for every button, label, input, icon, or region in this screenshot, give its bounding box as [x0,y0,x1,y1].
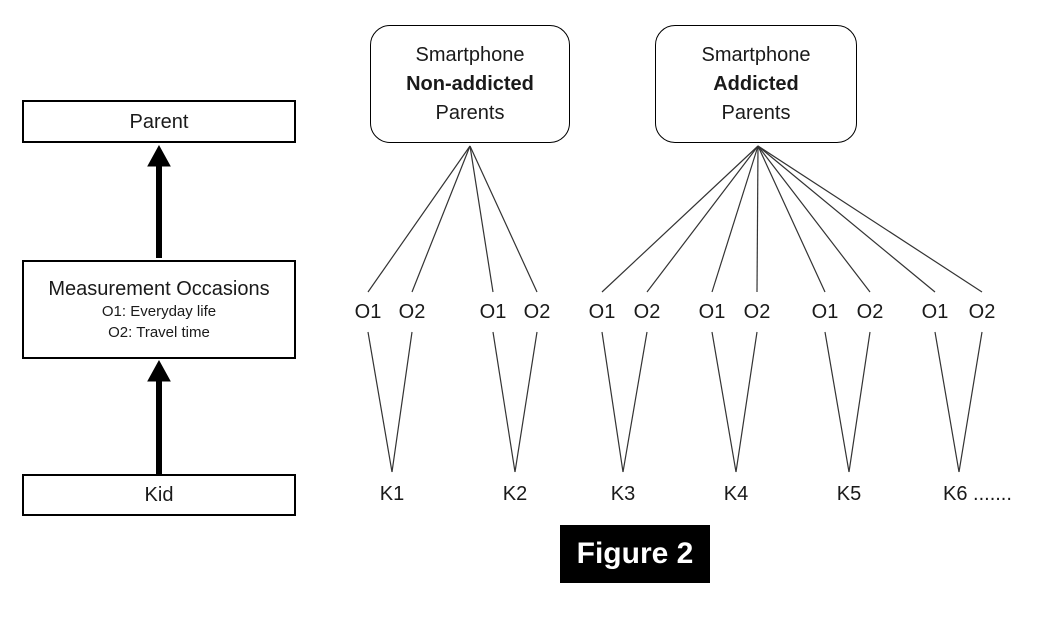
occasion-label: O2 [968,301,996,323]
occasion-label: O2 [856,301,884,323]
occasion-label: O1 [698,301,726,323]
group1-title-line1: Smartphone [415,43,525,66]
kid-box-label: Kid [144,484,174,506]
kid-label: K2 [502,483,528,505]
occasion-label: O1 [811,301,839,323]
occasion-label: O1 [479,301,507,323]
occasion-label: O2 [743,301,771,323]
figure-caption: Figure 2 [560,525,710,583]
occasion-label: O2 [633,301,661,323]
occasion-label: O2 [523,301,551,323]
measurement-o2-desc: O2: Travel time [108,323,210,341]
kid-box: Kid [22,474,296,516]
group2-title-line1: Smartphone [701,43,811,66]
occasion-label: O1 [354,301,382,323]
measurement-occasions-title: Measurement Occasions [48,277,270,300]
occasion-label: O1 [921,301,949,323]
kid-label: K4 [723,483,749,505]
group2-title-line3: Parents [721,101,791,124]
parent-box: Parent [22,100,296,143]
kid-label: K6 ....... [943,483,1012,505]
group-box-addicted: Smartphone Addicted Parents [655,25,857,143]
measurement-occasions-box: Measurement Occasions O1: Everyday life … [22,260,296,359]
kid-label: K5 [836,483,862,505]
group1-title-line2: Non-addicted [406,72,534,95]
kid-label: K1 [379,483,405,505]
fan-lines-addicted [601,145,983,293]
up-arrow-measurement-to-parent [147,144,171,258]
occasion-label: O2 [398,301,426,323]
group1-title-line3: Parents [435,101,505,124]
fan-lines-non-addicted [367,145,538,293]
parent-box-label: Parent [129,110,189,133]
kid-v-lines [367,331,983,473]
kid-label: K3 [610,483,636,505]
up-arrow-kid-to-measurement [147,359,171,474]
group2-title-line2: Addicted [713,72,799,95]
measurement-o1-desc: O1: Everyday life [101,302,217,320]
occasion-label: O1 [588,301,616,323]
group-box-non-addicted: Smartphone Non-addicted Parents [370,25,570,143]
